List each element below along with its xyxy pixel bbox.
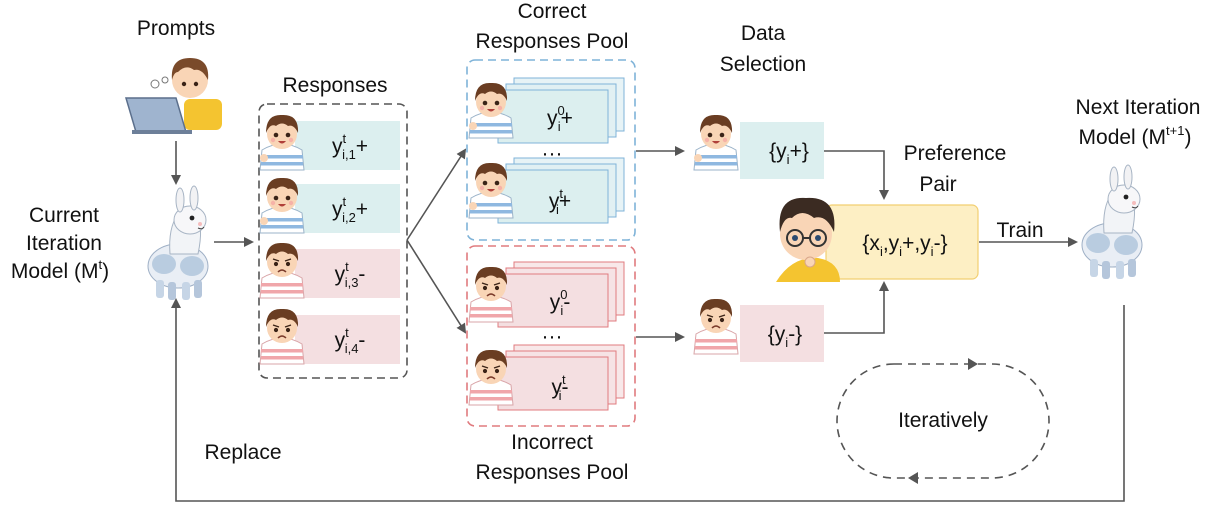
correct-pool-box: [466, 59, 636, 241]
next-model-line1: Next Iteration: [1076, 96, 1201, 119]
replace-label: Replace: [204, 441, 281, 464]
response-card-2: [295, 184, 400, 233]
prompts-label: Prompts: [137, 17, 215, 40]
loop-arrowhead-bottom: [908, 472, 918, 484]
boy-sad-icon: [693, 298, 739, 355]
next-model-llama-illustration: [1081, 164, 1143, 280]
loop-arrowhead-top: [968, 358, 978, 370]
arrow-negative-to-pair: [824, 281, 889, 334]
iteratively-label: Iteratively: [898, 409, 988, 432]
correct-pool-line1: Correct: [518, 0, 587, 23]
incorrect-pool-box: [466, 245, 636, 427]
responses-label: Responses: [282, 74, 387, 97]
current-model-llama-illustration: [147, 185, 209, 301]
iteratively-loop: [836, 363, 1050, 479]
incorrect-pool-line1: Incorrect: [511, 431, 593, 454]
boy-happy-icon: [693, 114, 739, 171]
selected-negative-label: {yi-}: [768, 323, 802, 350]
response-card-3: [295, 249, 400, 298]
user-at-laptop-illustration: [124, 58, 222, 134]
data-selection-line2: Selection: [720, 53, 806, 76]
response-card-1: [295, 121, 400, 170]
incorrect-pool-ellipsis: ···: [542, 325, 563, 348]
current-model-line1: Current: [29, 204, 99, 227]
incorrect-pool-line2: Responses Pool: [476, 461, 629, 484]
correct-pool-line2: Responses Pool: [476, 30, 629, 53]
response-card-4: [295, 315, 400, 364]
current-model-line3: Model (Mt): [11, 257, 109, 283]
current-model-close: ): [102, 260, 109, 283]
arrow-positive-to-pair: [824, 150, 889, 200]
preference-line1: Preference: [904, 142, 1007, 165]
arrow-to-correct-pool: [406, 148, 467, 241]
selected-negative-box: [740, 305, 824, 362]
thinking-boy-illustration: [776, 197, 840, 282]
current-model-sup: t: [98, 257, 102, 272]
current-model-line2: Iteration: [26, 232, 102, 255]
next-model-line2: Model (Mt+1): [1079, 123, 1192, 149]
arrow-replace-feedback: [171, 298, 1125, 502]
train-label: Train: [996, 219, 1043, 242]
data-selection-line1: Data: [741, 22, 786, 45]
selected-positive-box: [740, 122, 824, 179]
selected-positive-label: {yi+}: [769, 140, 809, 167]
arrow-to-incorrect-pool: [406, 239, 467, 334]
preference-line2: Pair: [919, 173, 956, 196]
current-model-text: Model (M: [11, 260, 99, 283]
preference-pair-label: {xi,yi+,yi-}: [862, 232, 947, 259]
